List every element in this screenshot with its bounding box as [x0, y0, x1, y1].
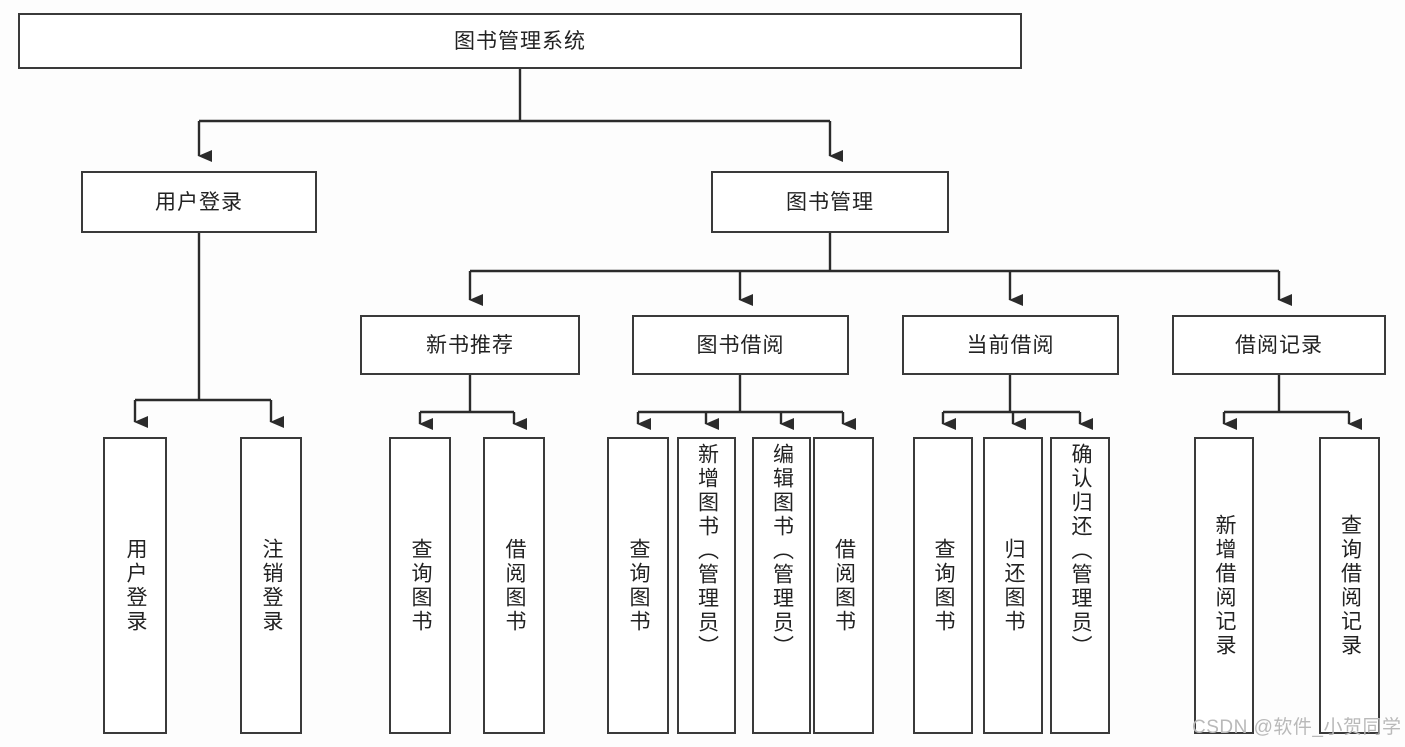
- leaf-user-login[interactable]: 用户登录: [103, 437, 167, 734]
- node-current-borrow-label: 当前借阅: [966, 333, 1055, 357]
- leaf-borrow-book-newbook[interactable]: 借阅图书: [483, 437, 545, 734]
- leaf-query-book-current-label: 查询图书: [932, 537, 956, 634]
- leaf-user-login-label: 用户登录: [124, 537, 148, 634]
- leaf-confirm-return-admin[interactable]: 确认归还（管理员）: [1050, 437, 1110, 734]
- leaf-edit-book-admin-label: 编辑图书（管理员）: [770, 443, 794, 659]
- node-borrow-record[interactable]: 借阅记录: [1172, 315, 1386, 375]
- leaf-query-book-borrow-label: 查询图书: [627, 537, 651, 634]
- node-new-book-recommend-label: 新书推荐: [426, 333, 514, 357]
- node-user-login-label: 用户登录: [155, 190, 243, 214]
- leaf-add-book-admin-label: 新增图书（管理员）: [695, 443, 719, 659]
- leaf-query-book-newbook[interactable]: 查询图书: [389, 437, 451, 734]
- leaf-logout[interactable]: 注销登录: [240, 437, 302, 734]
- watermark: CSDN @软件_小贺同学: [1192, 717, 1402, 738]
- node-current-borrow[interactable]: 当前借阅: [902, 315, 1119, 375]
- leaf-add-book-admin[interactable]: 新增图书（管理员）: [677, 437, 736, 734]
- node-borrow-record-label: 借阅记录: [1235, 333, 1323, 357]
- node-book-borrow[interactable]: 图书借阅: [632, 315, 849, 375]
- node-user-login[interactable]: 用户登录: [81, 171, 317, 233]
- leaf-edit-book-admin[interactable]: 编辑图书（管理员）: [752, 437, 811, 734]
- leaf-query-book-current[interactable]: 查询图书: [913, 437, 973, 734]
- leaf-query-borrow-record-label: 查询借阅记录: [1338, 513, 1362, 658]
- leaf-borrow-book-newbook-label: 借阅图书: [503, 537, 527, 634]
- leaf-confirm-return-admin-label: 确认归还（管理员）: [1069, 443, 1093, 659]
- node-book-borrow-label: 图书借阅: [696, 333, 785, 357]
- leaf-lend-book-label: 借阅图书: [832, 537, 856, 634]
- leaf-add-borrow-record-label: 新增借阅记录: [1213, 513, 1237, 658]
- leaf-query-book-newbook-label: 查询图书: [409, 537, 433, 634]
- leaf-logout-label: 注销登录: [260, 537, 284, 634]
- leaf-return-book[interactable]: 归还图书: [983, 437, 1043, 734]
- leaf-return-book-label: 归还图书: [1002, 537, 1026, 634]
- leaf-query-book-borrow[interactable]: 查询图书: [607, 437, 669, 734]
- node-root[interactable]: 图书管理系统: [18, 13, 1022, 69]
- node-root-label: 图书管理系统: [454, 29, 586, 53]
- node-new-book-recommend[interactable]: 新书推荐: [360, 315, 580, 375]
- leaf-lend-book[interactable]: 借阅图书: [813, 437, 874, 734]
- node-book-management[interactable]: 图书管理: [711, 171, 949, 233]
- node-book-management-label: 图书管理: [786, 190, 874, 214]
- leaf-query-borrow-record[interactable]: 查询借阅记录: [1319, 437, 1380, 734]
- leaf-add-borrow-record[interactable]: 新增借阅记录: [1194, 437, 1254, 734]
